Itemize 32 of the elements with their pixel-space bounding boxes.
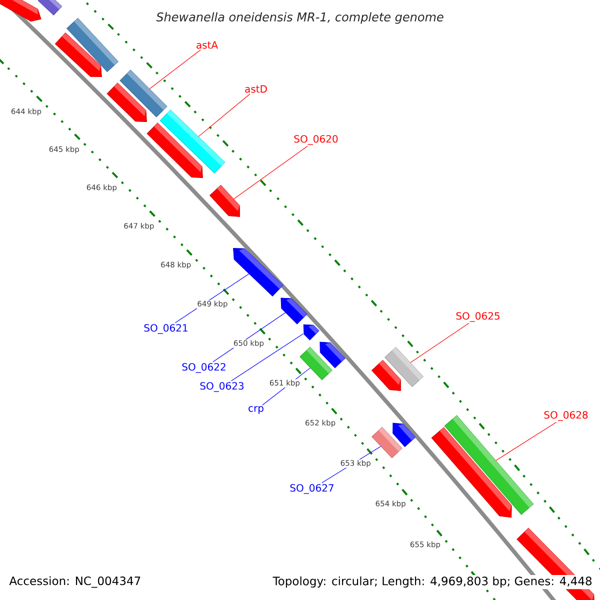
title: Shewanella oneidensis MR-1, complete genome [156,12,444,24]
gene-feature [280,298,308,324]
gene-feature [372,360,401,391]
gene-label: crp [247,405,265,415]
gene-feature [233,248,284,296]
genome-summary-text: Topology: circular; Length: 4,969,803 bp; Genes: 4,448 [271,574,594,590]
gene-label: SO_0623 [198,381,246,393]
leader-line [231,333,304,382]
gene-label: astD [244,84,268,94]
gene-label: SO_0625 [454,311,502,323]
gene-feature [146,122,203,178]
gene-feature [300,346,332,380]
gene-feature [210,184,240,217]
leader-line [234,146,308,200]
leader-line [198,94,250,137]
accession-text: Accession: NC_004347 [9,576,140,588]
gene-feature [372,426,402,458]
gene-label: SO_0628 [542,410,590,422]
gene-label: SO_0622 [180,362,228,374]
leader-line [410,322,470,363]
gene-feature [303,324,320,340]
gene-label: SO_0621 [142,323,190,335]
gene-feature [431,427,512,518]
leader-line [496,422,557,461]
gene-feature [0,0,42,22]
gene-feature [54,32,102,77]
gene-feature [106,82,147,122]
gene-label: SO_0627 [288,483,336,495]
gene-label: SO_0620 [292,134,340,146]
gene-label: astA [194,40,220,50]
gene-feature [38,0,62,16]
leader-line [149,50,201,90]
